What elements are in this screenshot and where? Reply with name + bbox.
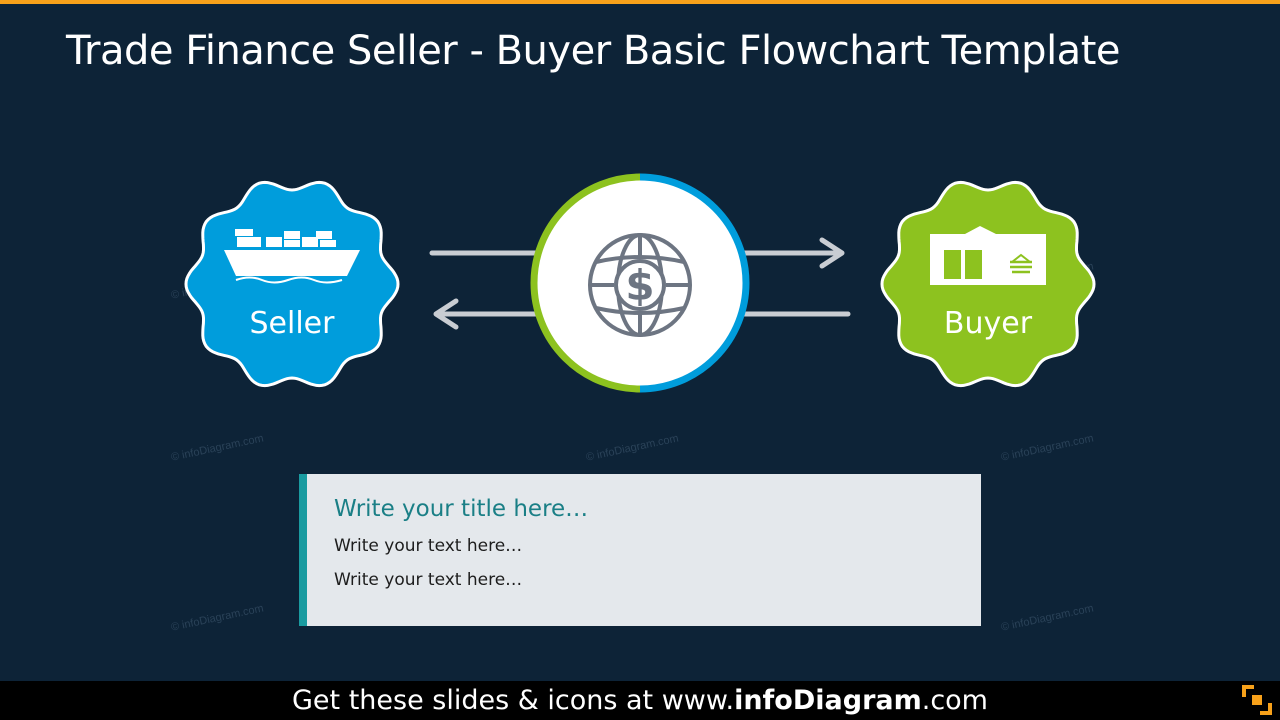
footer-brand: infoDiagram [734, 685, 922, 716]
arrows [429, 237, 851, 330]
warehouse-icon [930, 226, 1046, 285]
text-placeholder-box[interactable]: Write your title here… Write your text h… [299, 474, 981, 626]
cargo-ship-icon [224, 229, 360, 284]
slide-title: Trade Finance Seller - Buyer Basic Flowc… [66, 28, 1121, 74]
seller-badge[interactable] [184, 180, 400, 388]
top-accent-bar [0, 0, 1280, 4]
footer-text[interactable]: Get these slides & icons at www.infoDiag… [0, 685, 1280, 716]
footer-bar: Get these slides & icons at www.infoDiag… [0, 681, 1280, 720]
textbox-line-1[interactable]: Write your text here… [334, 536, 523, 556]
infodiagram-logo-icon [1242, 685, 1272, 715]
arrow-to-seller-head [433, 298, 459, 330]
buyer-label: Buyer [943, 306, 1033, 341]
footer-suffix: .com [921, 685, 988, 716]
seller-label: Seller [249, 306, 335, 341]
svg-text:$: $ [625, 261, 654, 310]
arrow-to-buyer-head [819, 237, 845, 269]
footer-prefix: Get these slides & icons at www. [292, 685, 735, 716]
globe-dollar-icon: $ [588, 233, 692, 337]
textbox-line-2[interactable]: Write your text here… [334, 570, 523, 590]
textbox-title[interactable]: Write your title here… [334, 496, 589, 522]
textbox-accent-bar [299, 474, 307, 626]
